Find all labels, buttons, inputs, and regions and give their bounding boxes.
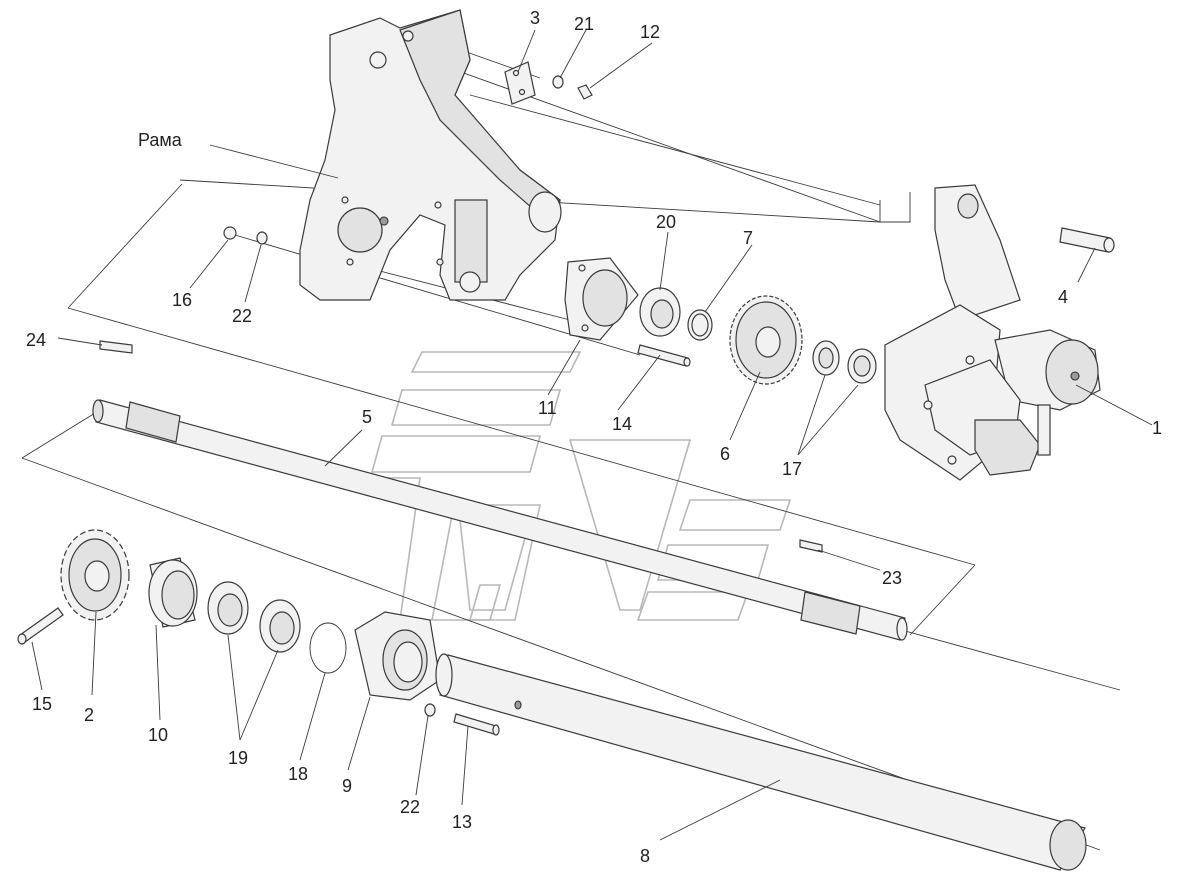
callout-labels: Рама 1 2 3 4 5 6 7 8 9 10 11 12 13 14 15…: [26, 8, 1162, 866]
callout-14: 14: [612, 414, 632, 434]
callout-22-bottom: 22: [400, 797, 420, 817]
callout-18: 18: [288, 764, 308, 784]
callout-17: 17: [782, 459, 802, 479]
bush-part-10: [148, 557, 198, 628]
callout-1: 1: [1152, 418, 1162, 438]
callout-19: 19: [228, 748, 248, 768]
callout-3: 3: [530, 8, 540, 28]
callout-12: 12: [640, 22, 660, 42]
callout-8: 8: [640, 846, 650, 866]
callout-20: 20: [656, 212, 676, 232]
callout-10: 10: [148, 725, 168, 745]
gear-part-6: [729, 295, 803, 385]
flange-part-11: [564, 257, 639, 341]
plate-part-3: [504, 61, 536, 105]
callout-4: 4: [1058, 287, 1068, 307]
callout-7: 7: [743, 228, 753, 248]
shaft-part-5: [92, 399, 908, 641]
callout-15: 15: [32, 694, 52, 714]
pin-part-4: [1059, 227, 1115, 253]
bolt-part-15: [17, 607, 64, 645]
callout-13: 13: [452, 812, 472, 832]
washer-part-21: [552, 75, 564, 89]
callout-5: 5: [362, 407, 372, 427]
pin-part-14: [637, 344, 691, 367]
frame-part: [299, 9, 562, 301]
callout-9: 9: [342, 776, 352, 796]
bolt-part-12: [577, 84, 593, 100]
leader-lines: [31, 29, 1153, 841]
bearings-part-19: [207, 581, 301, 653]
callout-23: 23: [882, 568, 902, 588]
nut-part-16: [223, 226, 237, 240]
callout-22-top: 22: [232, 306, 252, 326]
callout-2: 2: [84, 705, 94, 725]
motor-housing-part-1: [884, 184, 1101, 481]
washer-part-22-bottom: [424, 703, 436, 717]
tube-part-8: [435, 653, 1087, 871]
housing-part-9: [354, 611, 441, 701]
bearing-part-20: [639, 287, 681, 337]
bolt-part-13: [453, 713, 500, 736]
circlip-part-18: [309, 622, 347, 674]
rings-part-17: [812, 340, 877, 384]
frame-label: Рама: [138, 130, 183, 150]
sprocket-part-2: [60, 529, 130, 621]
washer-part-22-top: [256, 231, 268, 245]
callout-16: 16: [172, 290, 192, 310]
ring-part-7: [687, 309, 713, 341]
key-part-24: [99, 340, 133, 354]
callout-21: 21: [574, 14, 594, 34]
callout-24: 24: [26, 330, 46, 350]
key-part-23: [799, 539, 823, 553]
callout-11: 11: [538, 398, 557, 418]
callout-6: 6: [720, 444, 730, 464]
